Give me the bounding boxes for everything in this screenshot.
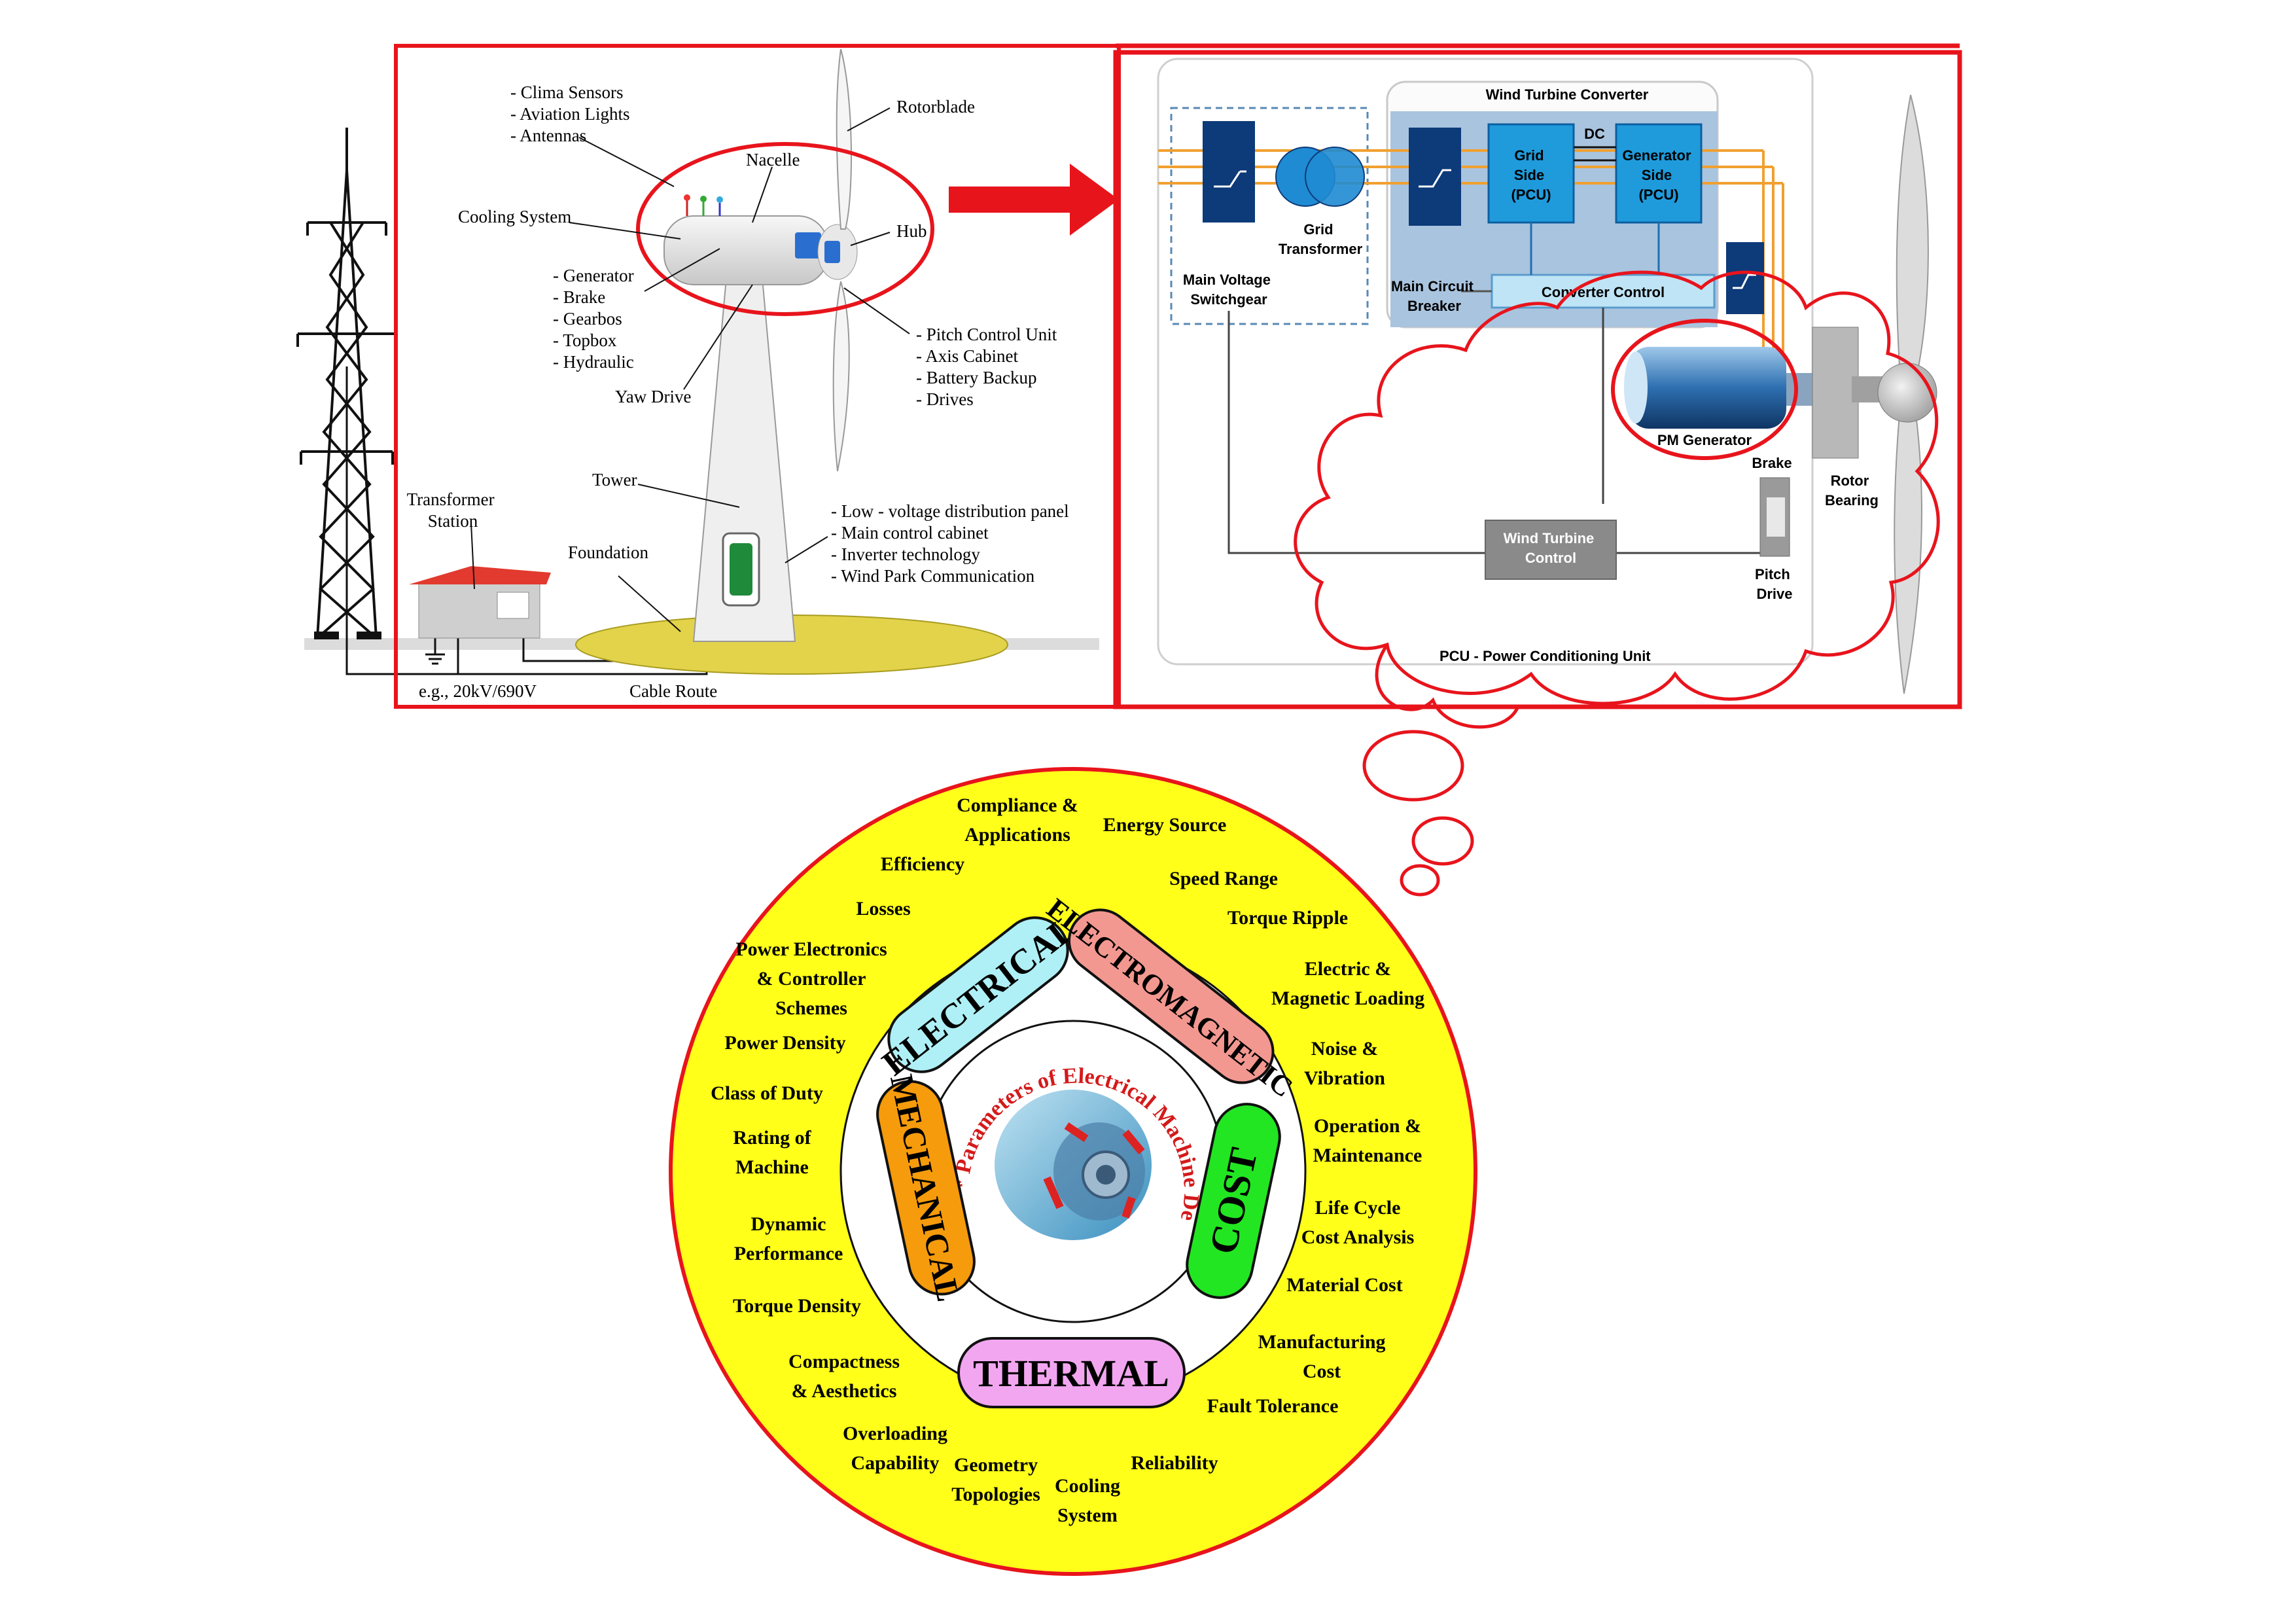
leader-lines: [470, 107, 910, 632]
thought-bubble-3: [1400, 864, 1440, 897]
pm-generator-label: PM Generator: [1657, 432, 1752, 448]
label-efficiency: Efficiency: [881, 853, 964, 875]
switchgear-label: Main Voltage Switchgear: [1183, 272, 1275, 308]
label-losses: Losses: [856, 898, 910, 919]
converter-title: Wind Turbine Converter: [1486, 86, 1649, 103]
category-thermal: THERMAL: [957, 1337, 1186, 1408]
dc-label: DC: [1584, 126, 1605, 142]
converter-panel: Wind Turbine Converter: [1113, 43, 1962, 897]
label-reliability: Reliability: [1131, 1452, 1218, 1474]
yaw-drive-label: Yaw Drive: [615, 387, 692, 406]
pcu-caption: PCU - Power Conditioning Unit: [1439, 648, 1651, 664]
rotorblade-icon: [836, 48, 852, 230]
label-operation-maintenance: Operation &Maintenance: [1313, 1115, 1422, 1166]
nacelle-parts-label: - Generator - Brake - Gearbos - Topbox -…: [553, 266, 638, 372]
label-noise-vibration: Noise &Vibration: [1304, 1038, 1385, 1089]
converter-control-label: Converter Control: [1542, 284, 1665, 300]
tower-label: Tower: [592, 470, 637, 490]
thought-bubble-2: [1411, 816, 1474, 866]
foundation-label: Foundation: [568, 543, 649, 562]
switch-icon: [1203, 121, 1764, 314]
blade-icon: [1896, 94, 1929, 387]
thought-cloud: [1294, 270, 1940, 705]
aviation-lights-icon: [684, 194, 723, 216]
cooling-system-label: Cooling System: [458, 207, 571, 226]
converter-panel-frame: [1113, 50, 1962, 709]
label-power-density: Power Density: [724, 1032, 845, 1054]
turbine-panel-frame: [394, 44, 1121, 709]
brake-label: Brake: [1752, 455, 1792, 471]
cable-route-label: Cable Route: [629, 681, 717, 701]
category-cost: COST: [1186, 1103, 1281, 1299]
label-compactness: Compactness& Aesthetics: [788, 1351, 900, 1402]
breaker-label: Main Circuit Breaker: [1391, 278, 1477, 314]
rotorblade-label: Rotorblade: [896, 97, 975, 116]
label-speed-range: Speed Range: [1169, 868, 1278, 889]
transformer-station-label: Transformer Station: [407, 490, 499, 531]
label-compliance: Compliance &Applications: [957, 794, 1078, 846]
label-fault-tolerance: Fault Tolerance: [1207, 1395, 1339, 1417]
generator-side-pcu: [1615, 123, 1703, 224]
label-class-of-duty: Class of Duty: [711, 1082, 823, 1104]
label-torque-density: Torque Density: [733, 1295, 861, 1317]
clima-sensors-label: - Clima Sensors - Aviation Lights - Ante…: [510, 82, 634, 145]
grid-side-pcu: [1487, 123, 1575, 224]
rotor-hub-icon: [1759, 94, 1937, 694]
label-material-cost: Material Cost: [1286, 1274, 1402, 1296]
transformer-station-icon: [409, 566, 551, 639]
switchgear-box: [1170, 107, 1369, 325]
outer-labels: Compliance &Applications Energy Source E…: [711, 794, 1424, 1526]
rotor-bearing-label: Rotor Bearing: [1825, 473, 1879, 508]
nacelle-label: Nacelle: [746, 150, 800, 169]
pm-generator-icon: [1624, 347, 1812, 429]
wind-turbine-control-label: Wind Turbine Control: [1504, 530, 1598, 566]
bluetooth-icon: [795, 232, 821, 259]
pitch-drive-label: Pitch Drive: [1755, 566, 1794, 602]
label-energy-source: Energy Source: [1103, 814, 1227, 836]
electric-motor-icon: [995, 1090, 1152, 1240]
grid-transformer-label: Grid Transformer: [1279, 221, 1363, 257]
red-arrow-icon: [949, 164, 1119, 236]
tower-parts-label: - Low - voltage distribution panel - Mai…: [831, 501, 1073, 586]
hub-parts-label: - Pitch Control Unit - Axis Cabinet - Ba…: [916, 325, 1061, 409]
category-thermal-label: THERMAL: [973, 1352, 1169, 1395]
control-cabinet-icon: [730, 543, 752, 596]
generator-side-label: Generator Side (PCU): [1622, 147, 1695, 203]
voltage-label: e.g., 20kV/690V: [419, 681, 537, 701]
turbine-panel: - Clima Sensors - Aviation Lights - Ante…: [296, 44, 1121, 709]
wind-turbine-control-box: [1485, 520, 1617, 580]
nacelle-highlight-ellipse: [636, 142, 934, 316]
grid-transformer-icon: [1275, 147, 1365, 207]
label-torque-ripple: Torque Ripple: [1227, 907, 1348, 929]
hub-label: Hub: [896, 221, 927, 241]
generator-highlight-ellipse: [1611, 319, 1798, 460]
grid-side-label: Grid Side (PCU): [1511, 147, 1551, 203]
label-electric-magnetic-loading: Electric &Magnetic Loading: [1271, 958, 1424, 1009]
thought-bubble-1: [1362, 730, 1464, 802]
control-lines: [1227, 308, 1763, 554]
